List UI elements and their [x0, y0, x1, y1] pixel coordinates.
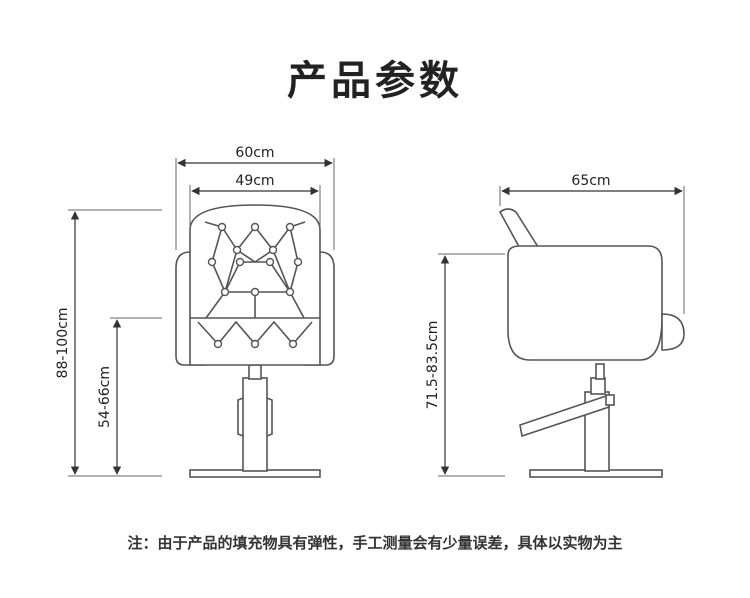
front-view-chair [175, 204, 335, 478]
dim-label-side-depth: 65cm [571, 173, 610, 189]
side-dimensions: 65cm 71.5-83.5cm [425, 173, 685, 477]
front-connector [248, 364, 262, 380]
footnote: 注：由于产品的填充物具有弹性，手工测量会有少量误差，具体以实物为主 [127, 534, 623, 552]
dim-label-front-inner-width: 49cm [235, 173, 274, 189]
front-backrest [189, 204, 321, 366]
dim-label-front-outer-width: 60cm [235, 145, 274, 161]
dim-label-front-seat-height: 54-66cm [97, 366, 113, 428]
side-front-cushion [661, 313, 685, 351]
side-seat-body [507, 245, 663, 361]
side-pump [590, 377, 606, 395]
side-view-chair [498, 208, 685, 478]
dim-label-front-total-height: 88-100cm [55, 308, 71, 379]
dim-label-side-height: 71.5-83.5cm [425, 321, 441, 410]
side-backrest [498, 208, 542, 253]
front-tufts [207, 222, 303, 349]
front-pedal-lever [237, 397, 244, 437]
page-title: 产品参数 [287, 58, 463, 104]
front-column [242, 377, 268, 472]
front-dimensions: 60cm 49cm 88-100cm 54-66cm [55, 145, 335, 477]
